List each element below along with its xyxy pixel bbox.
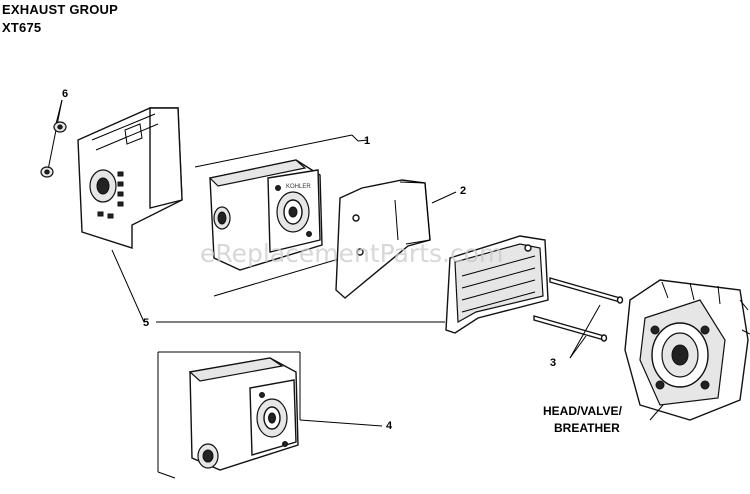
- watermark-text: eReplacementParts.com: [200, 239, 503, 268]
- callout-5: 5: [143, 317, 149, 329]
- callout-1: 1: [364, 135, 370, 147]
- heat-shield[interactable]: [77, 107, 183, 249]
- head-valve-label-line1: HEAD/VALVE/: [543, 404, 623, 418]
- part-3-studs[interactable]: [533, 277, 624, 359]
- part-5-leader: [111, 249, 445, 323]
- part-1-muffler[interactable]: KOHLER: [194, 134, 369, 297]
- callout-6: 6: [62, 88, 68, 100]
- exhaust-flange-plate[interactable]: [445, 235, 549, 334]
- part-4-muffler[interactable]: [157, 351, 383, 479]
- part-6-nuts[interactable]: [40, 99, 67, 178]
- part-2-gasket[interactable]: [335, 179, 457, 299]
- model-number: XT675: [2, 20, 42, 35]
- callout-2: 2: [460, 185, 466, 197]
- head-valve-label-line2: BREATHER: [554, 421, 620, 435]
- callout-4: 4: [386, 420, 393, 432]
- diagram-title: EXHAUST GROUP: [2, 2, 119, 17]
- callout-3: 3: [550, 357, 556, 369]
- cylinder-head[interactable]: [624, 279, 750, 421]
- svg-text:KOHLER: KOHLER: [286, 184, 311, 190]
